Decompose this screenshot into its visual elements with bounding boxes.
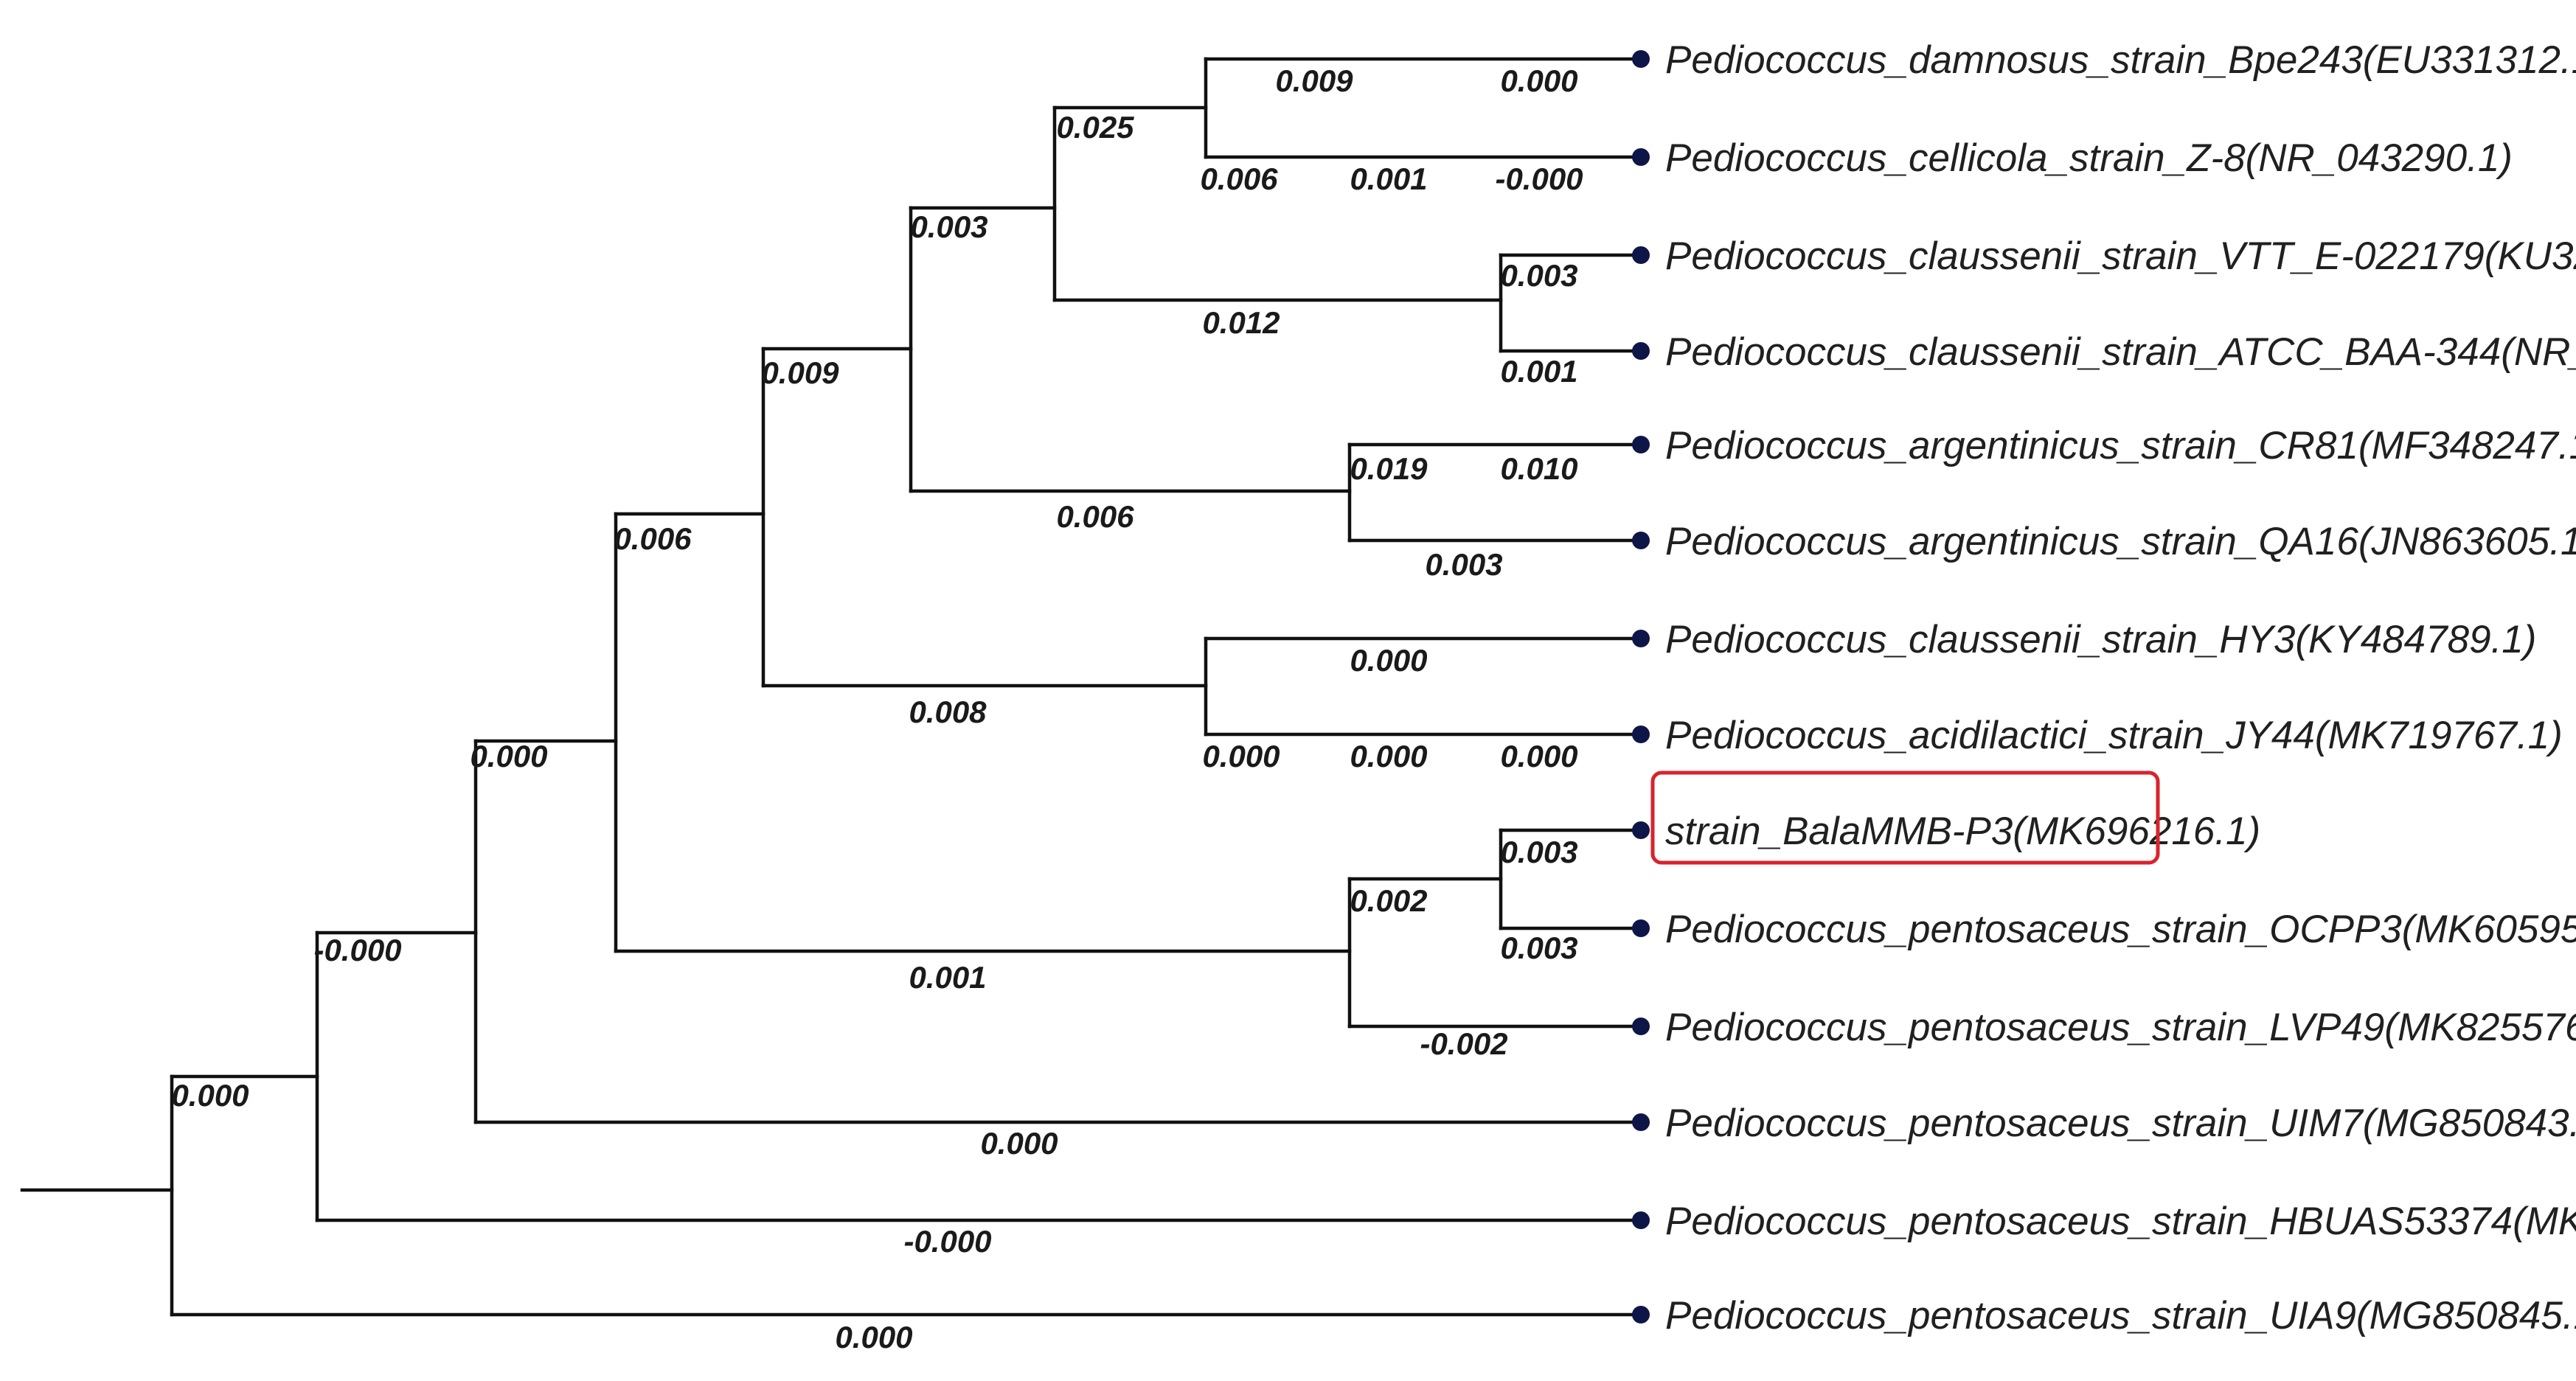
branch-length-label: 0.000 [1350,643,1427,678]
taxon-label: Pediococcus_acidilactici_strain_JY44(MK7… [1665,714,2563,757]
branch-length-label: 0.000 [1500,739,1577,773]
taxon-label: strain_BalaMMB-P3(MK696216.1) [1665,810,2260,853]
branch-length-label: 0.006 [1200,161,1278,196]
tip-dot [1632,342,1650,360]
taxon-label: Pediococcus_cellicola_strain_Z-8(NR_0432… [1665,136,2513,180]
branch-length-label: 0.000 [1350,739,1427,773]
branch-length-label: 0.008 [909,695,987,729]
tip-dot [1632,148,1650,166]
tip-dot [1632,532,1650,549]
branch-length-label: 0.001 [1350,161,1427,196]
branch-length-label: 0.002 [1350,883,1427,918]
branch-length-label: 0.025 [1056,110,1134,145]
branch-length-label: 0.012 [1202,305,1280,340]
branch-length-label: 0.006 [1056,499,1134,534]
branch-length-label: 0.000 [1202,739,1280,773]
branch-length-label: 0.000 [835,1320,912,1354]
tip-dot [1632,1018,1650,1035]
taxon-label: Pediococcus_damnosus_strain_Bpe243(EU331… [1665,38,2576,82]
branch-length-label: 0.019 [1350,451,1428,486]
branch-length-label: 0.001 [909,960,986,995]
branch-length-label: 0.003 [910,209,987,244]
branch-length-label: 0.006 [614,521,692,556]
branch-length-label: 0.003 [1500,835,1577,869]
taxon-label: Pediococcus_pentosaceus_strain_OCPP3(MK6… [1665,908,2576,951]
branch-length-label: 0.000 [1500,63,1577,98]
taxon-label: Pediococcus_claussenii_strain_HY3(KY4847… [1665,618,2536,661]
branch-length-label: -0.000 [903,1224,991,1259]
branch-length-label: 0.003 [1500,930,1577,965]
taxon-label: Pediococcus_pentosaceus_strain_UIA9(MG85… [1665,1294,2576,1337]
tip-dot [1632,246,1650,264]
taxon-label: Pediococcus_argentinicus_strain_QA16(JN8… [1665,520,2576,563]
branch-length-label: 0.001 [1500,354,1577,389]
branch-length-label: -0.000 [313,933,401,967]
branch-length-label: -0.002 [1420,1026,1507,1061]
tip-dot [1632,726,1650,743]
taxon-label: Pediococcus_claussenii_strain_VTT_E-0221… [1665,234,2576,278]
tip-dot [1632,919,1650,937]
branch-length-labels: 0.009 0.000 0.025 0.006 0.001 -0.000 0.003 0.00… [171,63,1583,1354]
branch-length-label: 0.009 [761,355,839,390]
tip-dot [1632,50,1650,68]
branch-length-label: 0.003 [1425,547,1502,582]
tip-dot [1632,1306,1650,1323]
tip-dot [1632,1113,1650,1131]
branch-length-label: 0.003 [1500,258,1577,293]
taxon-label: Pediococcus_pentosaceus_strain_UIM7(MG85… [1665,1102,2576,1145]
branch-length-label: 0.000 [470,739,547,773]
taxon-label: Pediococcus_argentinicus_strain_CR81(MF3… [1665,424,2576,467]
taxon-label: Pediococcus_claussenii_strain_ATCC_BAA-3… [1665,330,2576,374]
tip-dot [1632,436,1650,453]
tree-branches [20,57,1643,1317]
taxon-label: Pediococcus_pentosaceus_strain_HBUAS5337… [1665,1200,2576,1243]
tip-markers [1632,50,1650,1323]
branch-length-label: 0.009 [1275,63,1353,98]
branch-length-label: -0.000 [1495,161,1583,196]
branch-length-label: 0.010 [1500,451,1577,486]
tip-dot [1632,1211,1650,1229]
branch-length-label: 0.000 [980,1126,1058,1161]
branch-length-label: 0.000 [171,1078,249,1113]
tip-dot [1632,821,1650,839]
tip-dot [1632,630,1650,647]
highlight-box [1650,770,2160,865]
taxon-label: Pediococcus_pentosaceus_strain_LVP49(MK8… [1665,1006,2576,1049]
taxon-labels: Pediococcus_damnosus_strain_Bpe243(EU331… [1665,38,2576,1337]
